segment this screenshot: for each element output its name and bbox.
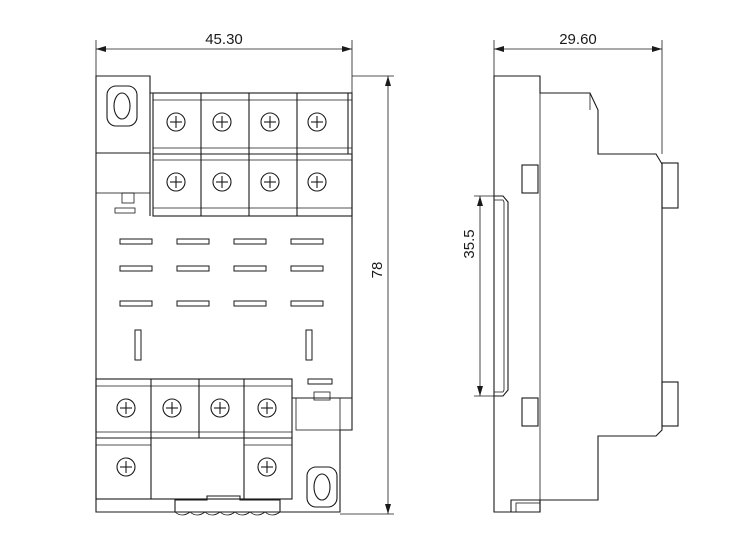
- mounting-hole-top: [106, 85, 138, 127]
- din-rail-groove: [494, 195, 509, 397]
- screw-head-icon: [210, 398, 230, 418]
- dimension-din-rail: 35.5: [461, 195, 494, 397]
- mounting-hole-bottom: [306, 466, 338, 508]
- dimension-height: 78: [340, 75, 394, 515]
- screw-head-icon: [257, 457, 277, 477]
- side-view: [493, 75, 679, 513]
- release-clip: [174, 495, 281, 512]
- screw-head-icon: [307, 172, 327, 192]
- dimension-label: 78: [369, 262, 386, 279]
- lower-terminal-block: [95, 378, 293, 500]
- screw-head-icon: [307, 112, 327, 132]
- screw-head-icon: [257, 398, 277, 418]
- upper-terminal-block: [152, 92, 353, 217]
- screw-head-icon: [212, 172, 232, 192]
- screw-head-icon: [116, 398, 136, 418]
- screw-head-icon: [166, 112, 186, 132]
- latch: [510, 499, 541, 513]
- dimension-width-side: 29.60: [493, 31, 663, 154]
- screw-head-icon: [166, 172, 186, 192]
- dimension-label: 29.60: [559, 31, 597, 48]
- relay-pin-slots: [119, 238, 333, 385]
- dimension-label: 35.5: [461, 229, 478, 258]
- dimension-label: 45.30: [205, 31, 243, 48]
- screw-head-icon: [212, 112, 232, 132]
- front-view: [95, 75, 353, 516]
- screw-head-icon: [260, 172, 280, 192]
- screw-head-icon: [116, 457, 136, 477]
- dimension-width-front: 45.30: [95, 31, 353, 93]
- screw-head-icon: [260, 112, 280, 132]
- screw-head-icon: [162, 398, 182, 418]
